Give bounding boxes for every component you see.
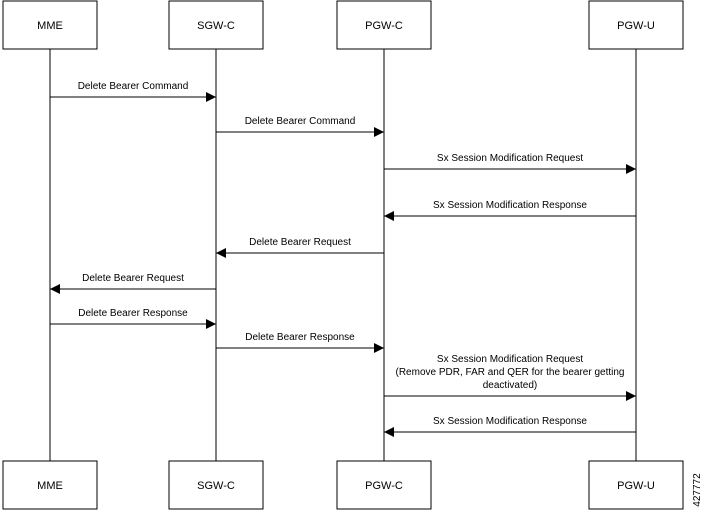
message-label: Sx Session Modification Response	[433, 416, 587, 427]
message-label: Delete Bearer Response	[245, 332, 355, 343]
figure-id-label: 427772	[692, 473, 703, 507]
message-label: Delete Bearer Request	[249, 237, 351, 248]
message-3: Sx Session Modification Request	[384, 153, 636, 174]
message-9: Sx Session Modification Request (Remove P…	[384, 354, 636, 401]
participant-label-sgwc: SGW-C	[197, 20, 235, 32]
message-label: Delete Bearer Request	[82, 273, 184, 284]
message-label: Delete Bearer Response	[78, 308, 188, 319]
participant-label-mme: MME	[37, 20, 63, 32]
participant-box-mme-bottom: MME	[2, 460, 98, 510]
participant-box-pgwu-bottom: PGW-U	[588, 460, 684, 510]
message-6: Delete Bearer Request	[50, 273, 216, 294]
participant-box-sgwc-top: SGW-C	[168, 0, 264, 50]
message-label: Sx Session Modification Response	[433, 200, 587, 211]
message-1: Delete Bearer Command	[50, 81, 216, 102]
participant-label-pgwc: PGW-C	[365, 20, 403, 32]
message-label: Delete Bearer Command	[78, 81, 189, 92]
message-label: Sx Session Modification Request	[437, 153, 583, 164]
participant-box-sgwc-bottom: SGW-C	[168, 460, 264, 510]
message-label: Sx Session Modification Request	[437, 354, 583, 365]
participant-box-pgwu-top: PGW-U	[588, 0, 684, 50]
message-8: Delete Bearer Response	[216, 332, 384, 353]
message-5: Delete Bearer Request	[216, 237, 384, 258]
message-2: Delete Bearer Command	[216, 116, 384, 137]
participant-label-pgwu: PGW-U	[617, 480, 655, 492]
participant-box-mme-top: MME	[2, 0, 98, 50]
message-7: Delete Bearer Response	[50, 308, 216, 329]
participant-box-pgwc-bottom: PGW-C	[336, 460, 432, 510]
participant-label-mme: MME	[37, 480, 63, 492]
message-label: Delete Bearer Command	[245, 116, 356, 127]
participant-label-pgwu: PGW-U	[617, 20, 655, 32]
participant-label-sgwc: SGW-C	[197, 480, 235, 492]
message-4: Sx Session Modification Response	[384, 200, 636, 221]
message-10: Sx Session Modification Response	[384, 416, 636, 437]
message-label: (Remove PDR, FAR and QER for the bearer …	[396, 367, 625, 378]
message-label: deactivated)	[483, 380, 537, 391]
participant-label-pgwc: PGW-C	[365, 480, 403, 492]
participant-box-pgwc-top: PGW-C	[336, 0, 432, 50]
